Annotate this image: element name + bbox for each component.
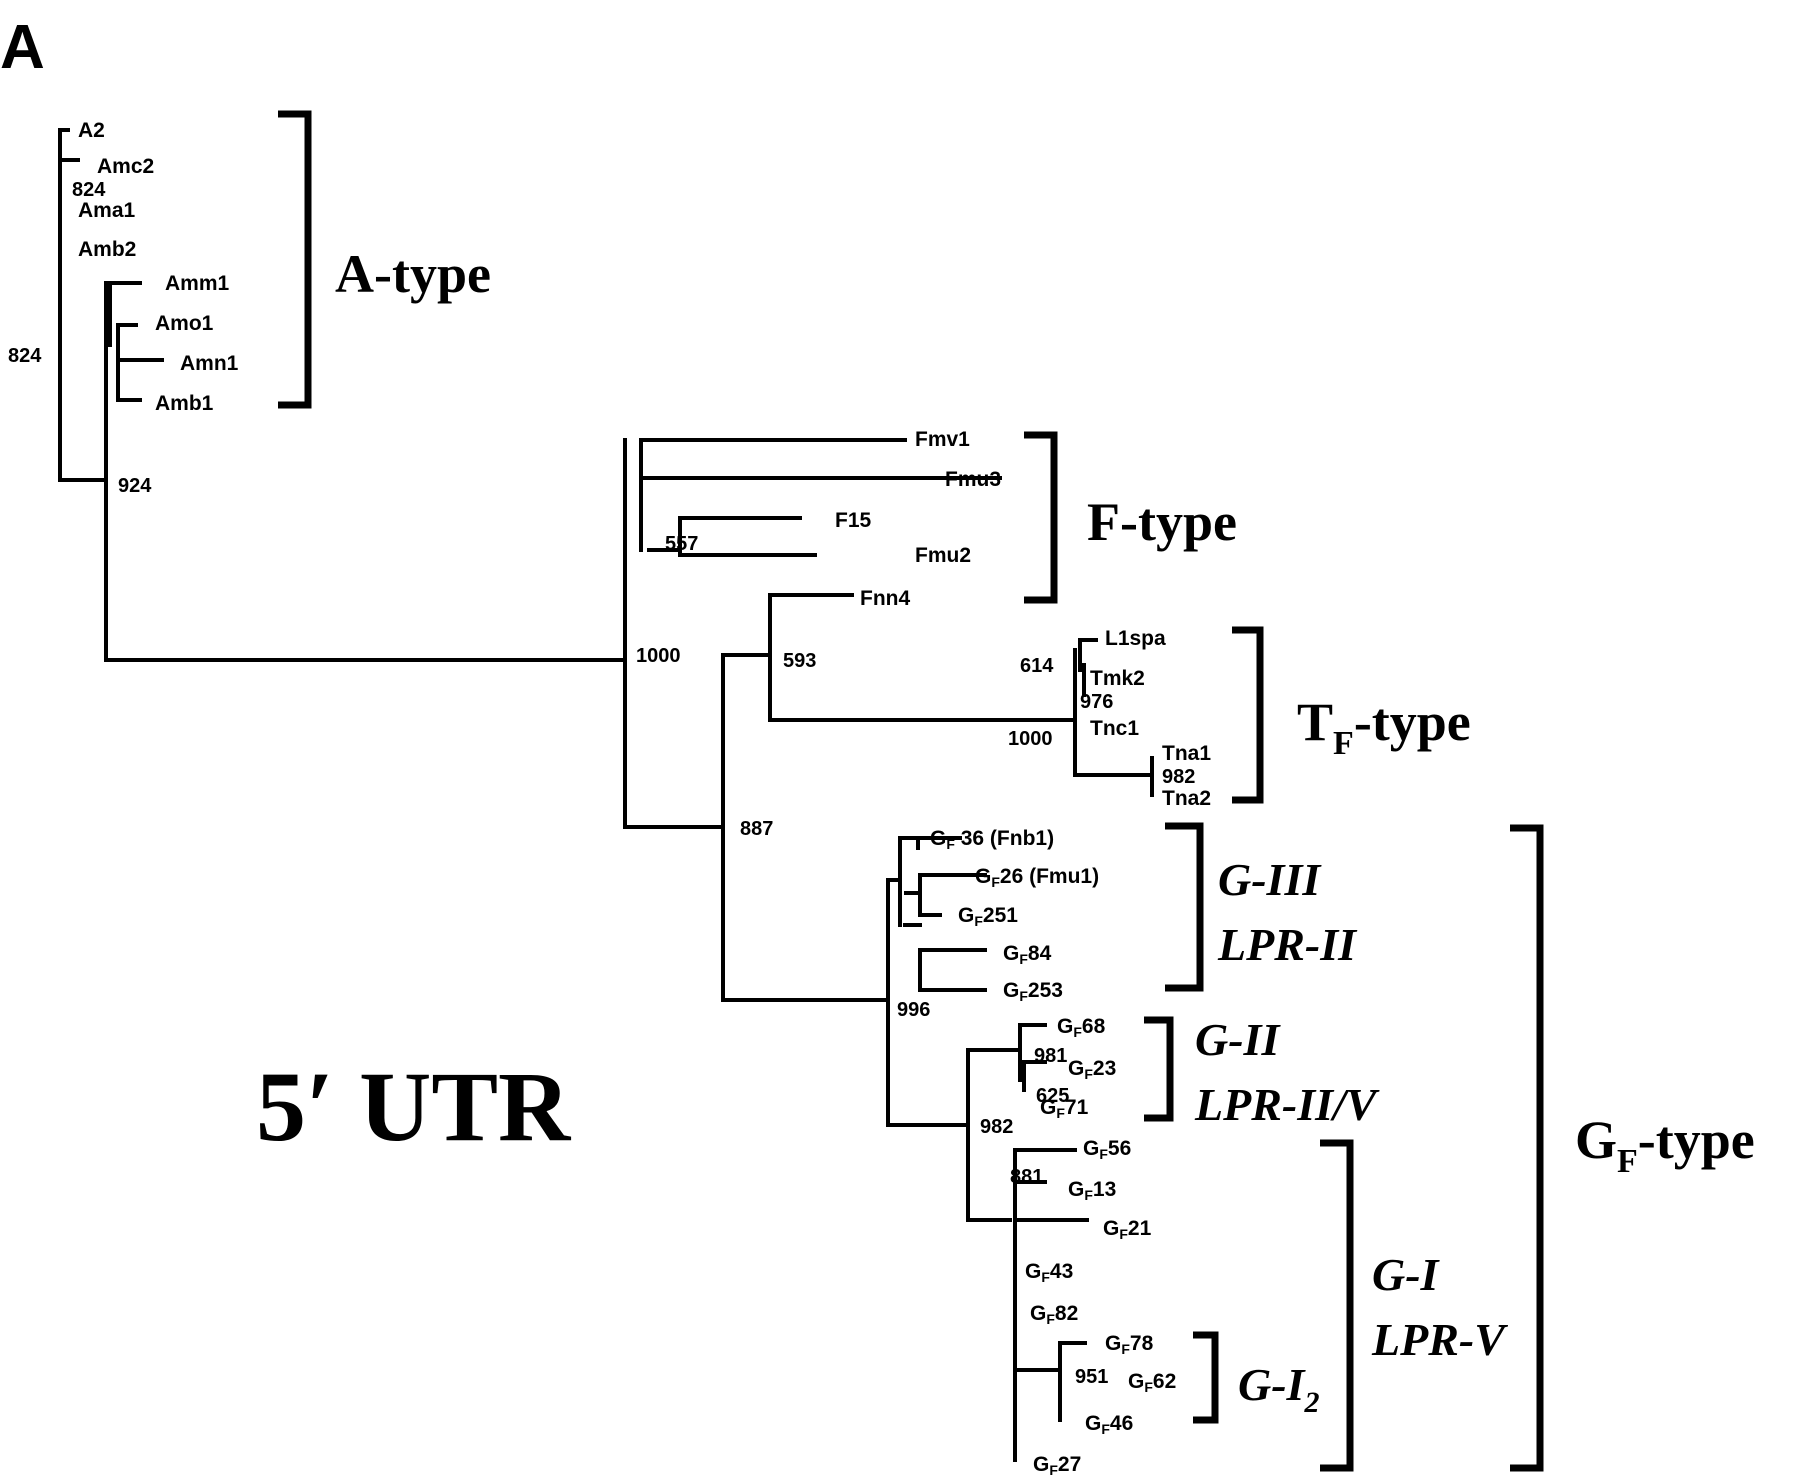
leaf-label: GF251	[958, 904, 1018, 929]
leaf-label: Fmu2	[915, 544, 971, 567]
leaf-label: GF26 (Fmu1)	[975, 865, 1099, 890]
bootstrap-value: 824	[72, 179, 106, 201]
bootstrap-value: 824	[8, 345, 42, 367]
group-label-g-iii: G-III	[1218, 854, 1322, 905]
bootstrap-value: 593	[783, 650, 816, 672]
leaf-label: GF13	[1068, 1178, 1116, 1203]
bootstrap-value: 982	[980, 1116, 1013, 1138]
leaf-label: GF27	[1033, 1453, 1081, 1475]
leaf-label: GF 36 (Fnb1)	[930, 827, 1054, 852]
leaf-label: GF253	[1003, 979, 1063, 1004]
leaf-label: Amc2	[97, 155, 154, 178]
bootstrap-value: 1000	[1008, 728, 1053, 750]
panel-letter: A	[0, 13, 45, 82]
leaf-label: GF23	[1068, 1057, 1116, 1082]
type-label-tf: TF-type	[1297, 692, 1471, 762]
bootstrap-value: 557	[665, 533, 698, 555]
group-label-g-i: G-I	[1372, 1249, 1441, 1300]
bootstrap-value: 881	[1010, 1166, 1043, 1188]
type-label-gf: GF-type	[1575, 1110, 1755, 1180]
leaf-label: GF82	[1030, 1302, 1078, 1327]
leaf-label: GF46	[1085, 1412, 1133, 1437]
leaf-label: Tmk2	[1090, 667, 1145, 690]
bootstrap-value: 976	[1080, 691, 1113, 713]
leaf-label: Tna1	[1162, 742, 1211, 765]
leaf-label: Ama1	[78, 199, 136, 222]
leaf-label: Amb1	[155, 392, 214, 415]
leaf-label: Tnc1	[1090, 717, 1139, 740]
leaf-label: GF71	[1040, 1096, 1089, 1121]
leaf-label: L1spa	[1105, 627, 1166, 650]
leaf-label: Tna2	[1162, 787, 1211, 810]
type-label-a: A-type	[335, 244, 491, 304]
leaf-label: Amn1	[180, 352, 239, 375]
leaf-label: Amm1	[165, 272, 230, 295]
leaf-label: Fnn4	[860, 587, 910, 610]
bracket-tf-type	[1232, 626, 1264, 804]
region-label: 5′ UTR	[256, 1051, 572, 1162]
leaf-label: GF62	[1128, 1370, 1176, 1395]
bracket-a-type	[278, 110, 312, 409]
leaf-label: GF56	[1083, 1137, 1131, 1162]
group-label-g-i2: G-I2	[1238, 1359, 1319, 1419]
bootstrap-value: 887	[740, 818, 773, 840]
leaf-label: F15	[835, 509, 872, 532]
leaf-label: Fmu3	[945, 468, 1001, 491]
leaf-label: Fmv1	[915, 428, 970, 451]
bracket-g-iii	[1165, 822, 1204, 992]
bootstrap-value: 951	[1075, 1366, 1108, 1388]
bracket-g-ii	[1144, 1016, 1174, 1122]
bracket-g-i	[1320, 1139, 1354, 1472]
bootstrap-value: 982	[1162, 766, 1195, 788]
group-label-lpr-ii: LPR-II	[1217, 919, 1358, 970]
bootstrap-labels: 824 824 924 557 1000 593 614 976 1000 982 887 996 98…	[8, 179, 1195, 1388]
group-label-lpr-ii-v: LPR-II/V	[1194, 1079, 1380, 1130]
leaf-label: GF84	[1003, 942, 1052, 967]
bootstrap-value: 625	[1036, 1085, 1069, 1107]
leaf-label: Amb2	[78, 238, 136, 261]
leaf-label: GF43	[1025, 1260, 1073, 1285]
leaf-labels: A2Amc2Ama1Amb2Amm1Amo1Amn1Amb1Fmv1Fmu3F1…	[78, 119, 1211, 1475]
leaf-label: GF21	[1103, 1217, 1152, 1242]
group-label-g-ii: G-II	[1195, 1014, 1281, 1065]
bootstrap-value: 996	[897, 999, 930, 1021]
bootstrap-value: 981	[1034, 1045, 1067, 1067]
bracket-g-i2	[1193, 1331, 1219, 1424]
leaf-label: GF68	[1057, 1015, 1106, 1040]
clade-brackets	[278, 110, 1544, 1472]
bootstrap-value: 924	[118, 475, 152, 497]
leaf-label: A2	[78, 119, 105, 142]
bracket-f-type	[1024, 431, 1058, 604]
leaf-label: GF78	[1105, 1332, 1154, 1357]
bootstrap-value: 614	[1020, 655, 1054, 677]
bracket-gf-type	[1510, 824, 1544, 1472]
bootstrap-value: 1000	[636, 645, 681, 667]
leaf-label: Amo1	[155, 312, 214, 335]
group-label-lpr-v: LPR-V	[1371, 1314, 1508, 1365]
type-label-f: F-type	[1087, 492, 1237, 552]
tree-branches	[58, 128, 1154, 1462]
